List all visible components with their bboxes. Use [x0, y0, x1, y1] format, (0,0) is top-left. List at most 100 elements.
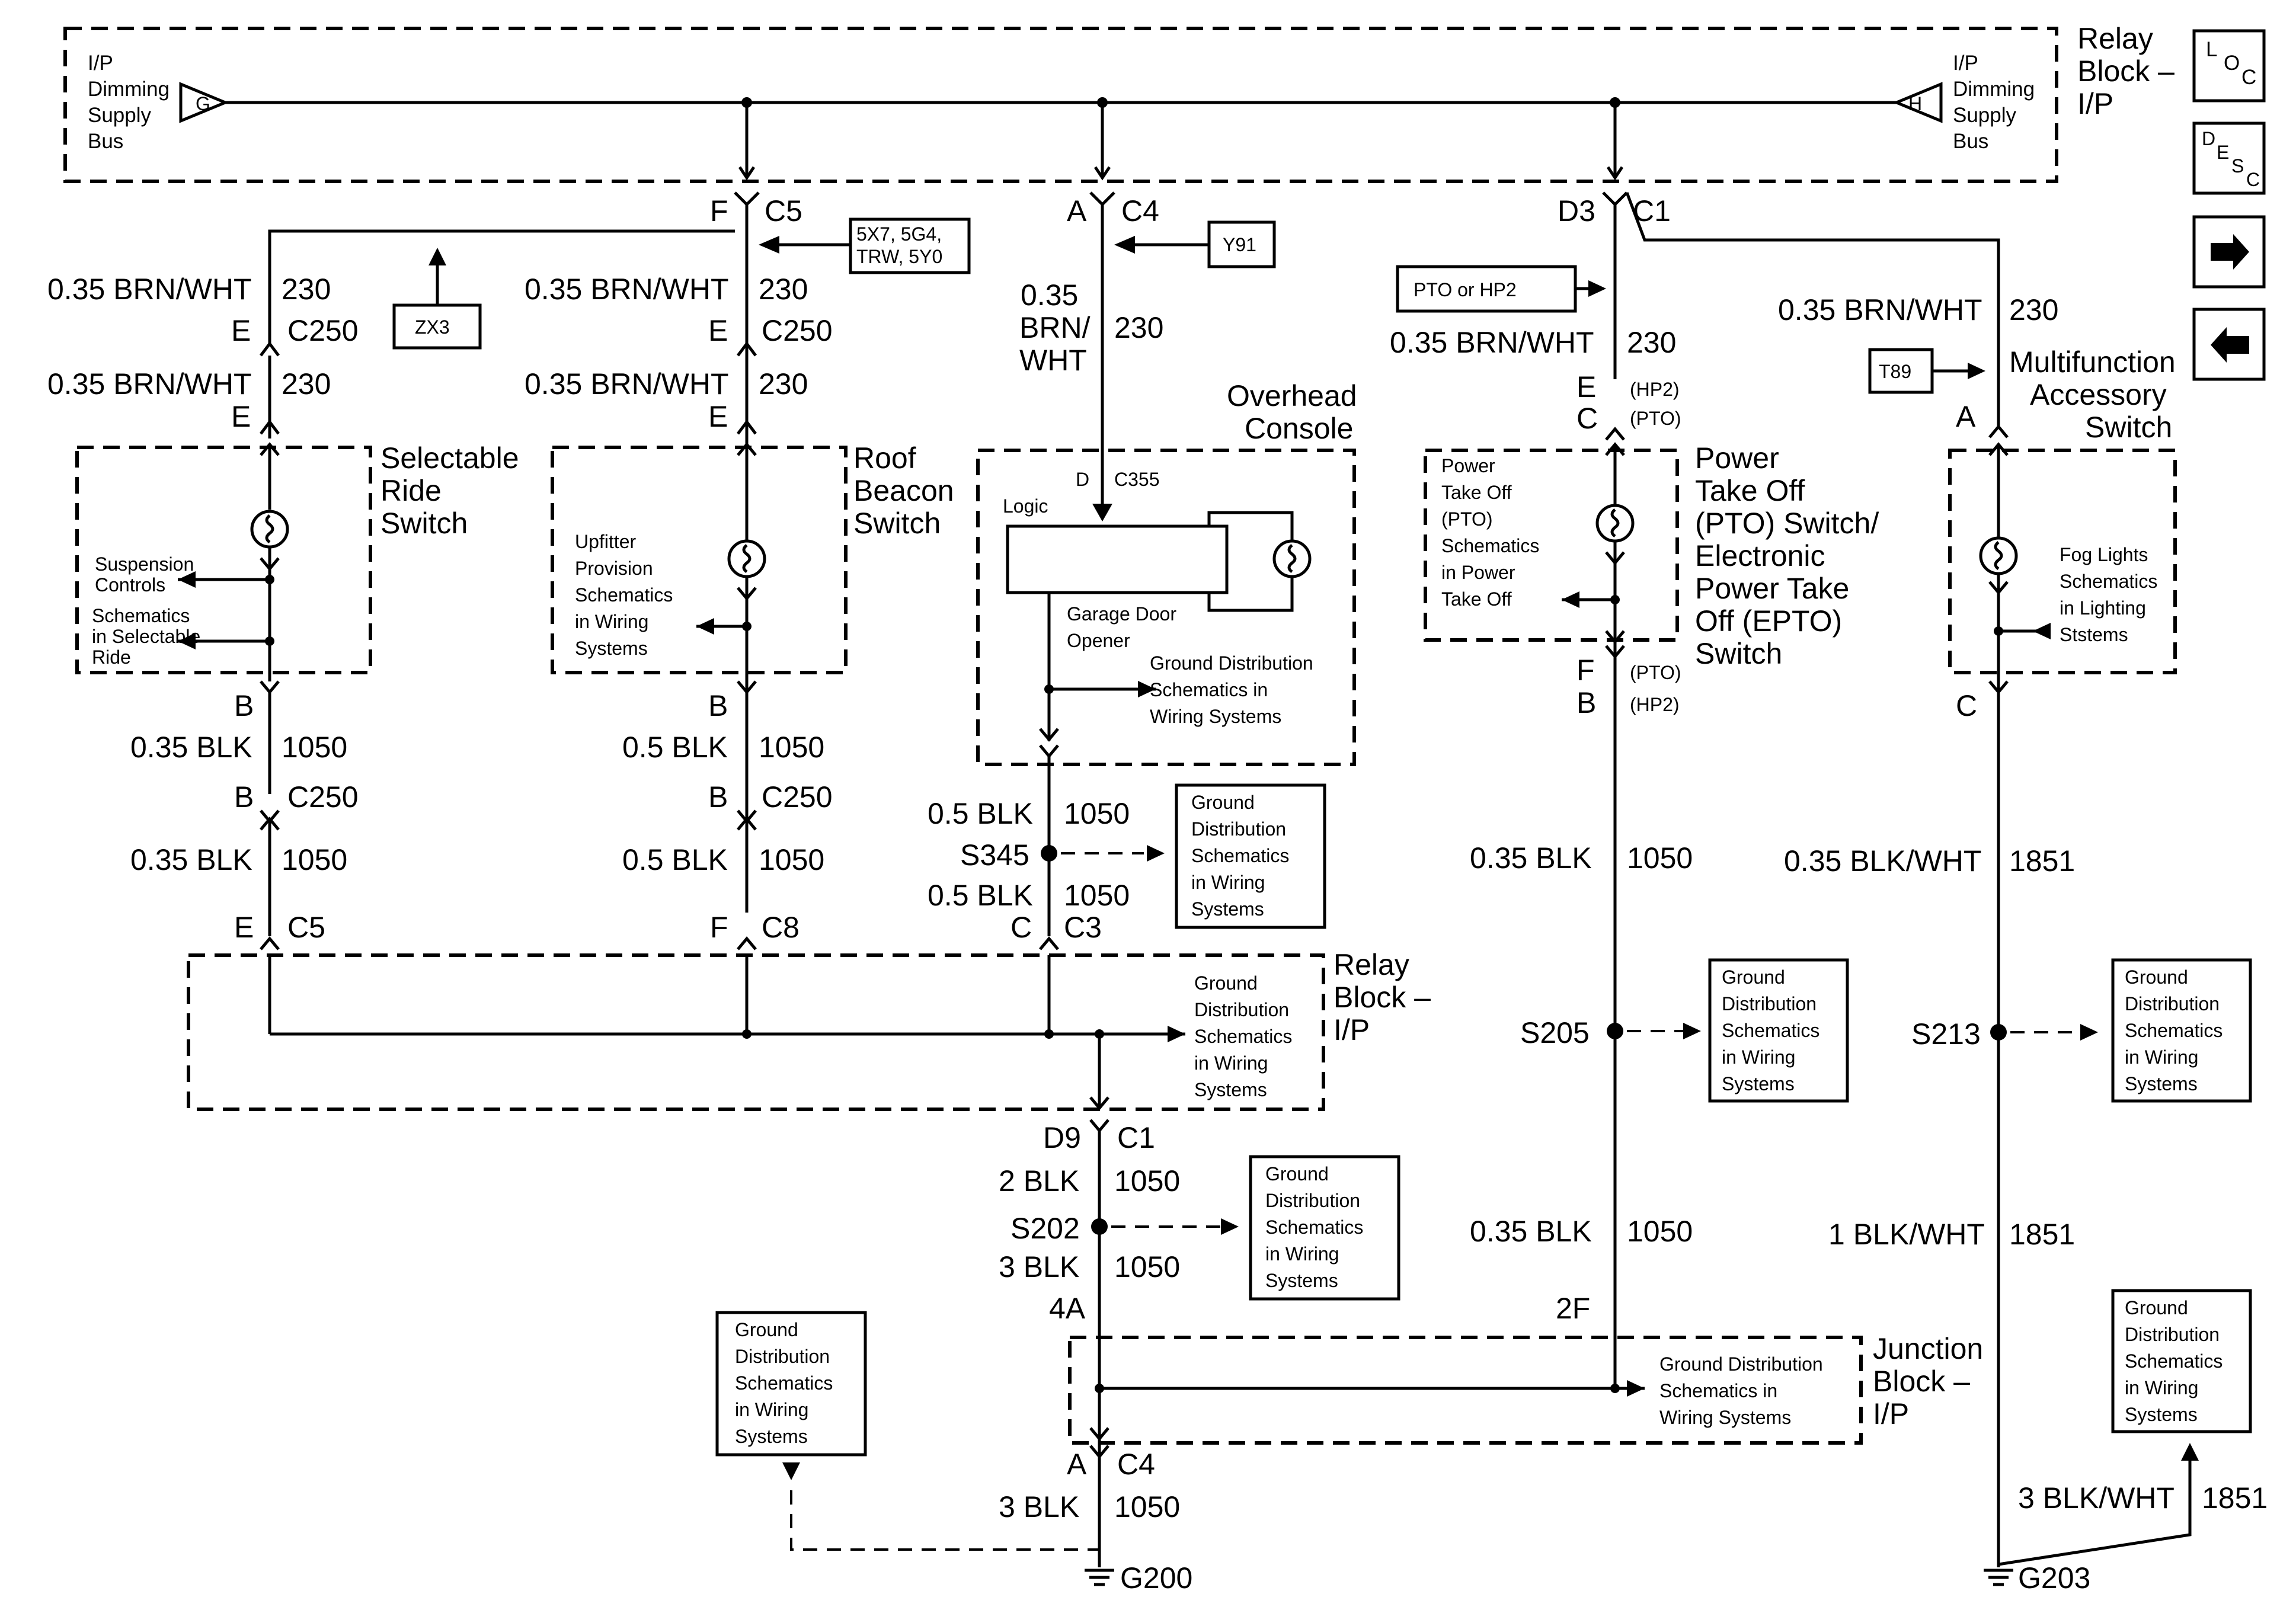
col2-c250b-connector	[737, 809, 757, 831]
col3-c355-conn: C355	[1114, 469, 1160, 490]
g200-ref-box	[715, 1311, 867, 1457]
col3l-wire2: 3 BLK	[999, 1250, 1079, 1283]
svg-text:L: L	[2206, 38, 2217, 61]
col1-sw-pin: E	[231, 400, 251, 433]
bus-left-pin: G	[196, 93, 210, 114]
splice-s205	[1607, 1023, 1623, 1039]
col5-wire3: 1 BLK/WHT	[1828, 1218, 1985, 1251]
loc-icon[interactable]: LOC	[2192, 29, 2266, 103]
option-y91-arrow	[1114, 236, 1209, 254]
col3-wire2: 0.5 BLK	[928, 797, 1033, 830]
svg-text:C: C	[2246, 169, 2260, 190]
col5-wire4: 3 BLK/WHT	[2018, 1481, 2175, 1515]
col4-wire3: 0.35 BLK	[1470, 1215, 1592, 1248]
option-t89: T89	[1879, 361, 1911, 382]
d3-connector	[1602, 191, 1628, 207]
col3l-pin: D9	[1043, 1121, 1081, 1154]
col4-note-e: (HP2)	[1630, 379, 1680, 400]
arrow-right-icon[interactable]	[2192, 215, 2266, 289]
splice-s202	[1091, 1218, 1108, 1235]
s205-ref-box	[1708, 958, 1849, 1103]
col4-jb-pin: 2F	[1556, 1292, 1590, 1325]
col3-circ1: 230	[1114, 311, 1163, 344]
option-y91-box	[1207, 220, 1276, 268]
col5-pin-top: A	[1956, 400, 1976, 433]
col2-c250b-pin: B	[708, 780, 728, 814]
col4-circ3: 1050	[1627, 1215, 1693, 1248]
col3-conn-top: C4	[1121, 194, 1159, 228]
col1-c250-pin: E	[231, 314, 251, 347]
col4-pin-e: E	[1576, 370, 1596, 404]
logic-box	[1006, 524, 1229, 594]
col2-switch-wiring	[696, 442, 766, 694]
s213-ref-box	[2111, 958, 2252, 1103]
option-pto-arrow	[1588, 280, 1606, 297]
col3l-circ3: 1050	[1114, 1490, 1180, 1523]
col4-note-f: (PTO)	[1630, 662, 1681, 683]
roof-beacon-switch-box	[551, 446, 848, 674]
option-t89-box	[1868, 348, 1934, 394]
ground-g203: G203	[2018, 1561, 2090, 1595]
col2-sw-pin: E	[708, 400, 728, 433]
col4-wire1: 0.35 BRN/WHT	[1390, 326, 1594, 359]
bus-left-connector	[179, 82, 229, 123]
col3-rb-pin: C	[1011, 911, 1032, 944]
col2-wire4: 0.5 BLK	[622, 843, 728, 876]
c5-pin: F	[710, 194, 728, 228]
col5-circ4: 1851	[2202, 1481, 2268, 1515]
col5-wire1: 0.35 BRN/WHT	[1778, 293, 1982, 327]
col5-circ2: 1851	[2009, 844, 2075, 878]
col2-rb-conn: C8	[762, 911, 800, 944]
col1-wire2: 0.35 BRN/WHT	[47, 367, 252, 401]
col3-pin-top: A	[1067, 194, 1087, 228]
splice-s345	[1041, 845, 1057, 862]
col5-switch-wiring	[1979, 444, 2051, 699]
col2-circ3: 1050	[759, 731, 824, 764]
col5-pin-bot: C	[1956, 689, 1977, 722]
col1-circ3: 1050	[282, 731, 347, 764]
svg-text:S: S	[2231, 155, 2244, 177]
ground-g200: G200	[1120, 1561, 1192, 1595]
c1-lower-connector	[1089, 1119, 1109, 1133]
col4-splice: S205	[1520, 1016, 1590, 1049]
g200-ref-arrow	[782, 1462, 800, 1480]
col1-c250b-pin: B	[234, 780, 254, 814]
col5-circ1: 230	[2009, 293, 2058, 327]
col4-switch-wiring	[1562, 444, 1635, 667]
col3l-conn: C1	[1117, 1121, 1155, 1154]
option-c5-box	[849, 217, 971, 274]
arrow-left-icon[interactable]	[2192, 308, 2266, 381]
col2-circ4: 1050	[759, 843, 824, 876]
col3-circ2: 1050	[1064, 797, 1130, 830]
relay-block-top	[63, 27, 2058, 183]
svg-text:C: C	[2241, 66, 2256, 89]
col5-circ3: 1851	[2009, 1218, 2075, 1251]
svg-text:O: O	[2224, 52, 2240, 75]
col1-circ1: 230	[282, 273, 331, 306]
col3-rb-conn: C3	[1064, 911, 1102, 944]
col3-circ3: 1050	[1064, 879, 1130, 912]
option-zx3: ZX3	[415, 316, 450, 338]
bus-right-connector	[1892, 82, 1943, 123]
